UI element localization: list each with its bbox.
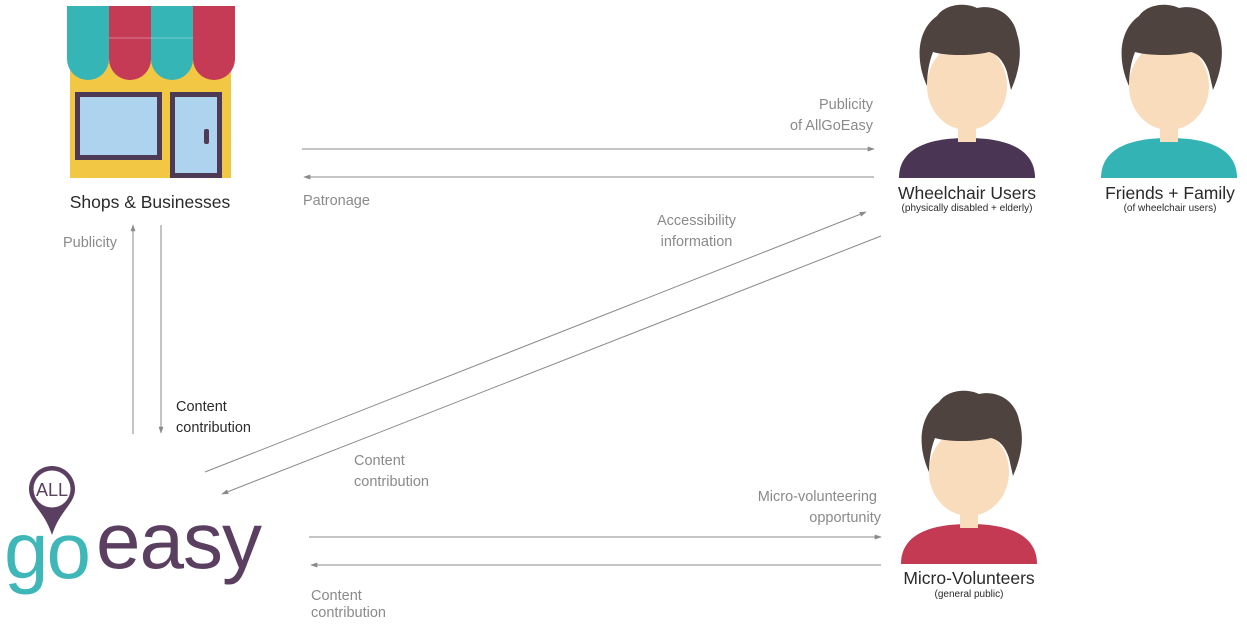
- location-pin-icon: ALL: [29, 466, 75, 535]
- label-micro-volunteering-2: opportunity: [809, 510, 881, 526]
- logo-badge-text: ALL: [36, 480, 68, 500]
- label-publicity: Publicity: [63, 235, 117, 251]
- arrow-accessibility: [204, 211, 867, 473]
- label-content-shops-1: Content: [176, 399, 227, 415]
- label-patronage: Patronage: [303, 193, 370, 209]
- friends-family-avatar-icon: [1101, 4, 1237, 178]
- label-micro-volunteering-1: Micro-volunteering: [757, 489, 877, 505]
- label-content-wheelchair-1: Content: [354, 453, 405, 469]
- micro-volunteers-title: Micro-Volunteers: [903, 568, 1035, 588]
- micro-volunteers-subtitle: (general public): [934, 589, 1004, 600]
- logo-word-easy: easy: [96, 496, 262, 585]
- label-content-volunteers-2: contribution: [311, 605, 386, 621]
- shops-title: Shops & Businesses: [69, 192, 231, 212]
- label-content-wheelchair-2: contribution: [354, 474, 429, 490]
- label-accessibility-2: information: [660, 234, 733, 250]
- allgoeasy-logo: ALL go easy: [4, 466, 263, 595]
- logo-word-go: go: [4, 506, 89, 595]
- label-content-volunteers-1: Content: [311, 588, 362, 604]
- micro-volunteer-avatar-icon: [901, 390, 1037, 564]
- wheelchair-users-subtitle: (physically disabled + elderly): [901, 203, 1033, 214]
- friends-family-title: Friends + Family: [1105, 183, 1235, 203]
- shop-icon: [67, 6, 235, 178]
- wheelchair-user-avatar-icon: [899, 4, 1035, 178]
- arrow-content-wheelchair: [221, 235, 882, 495]
- label-publicity-allgoeasy-2: of AllGoEasy: [789, 118, 873, 134]
- wheelchair-users-title: Wheelchair Users: [897, 183, 1037, 203]
- friends-family-subtitle: (of wheelchair users): [1123, 203, 1217, 214]
- label-content-shops-2: contribution: [176, 420, 251, 436]
- label-publicity-allgoeasy-1: Publicity: [819, 97, 873, 113]
- edge-arrows: [130, 146, 882, 568]
- label-accessibility-1: Accessibility: [657, 213, 736, 229]
